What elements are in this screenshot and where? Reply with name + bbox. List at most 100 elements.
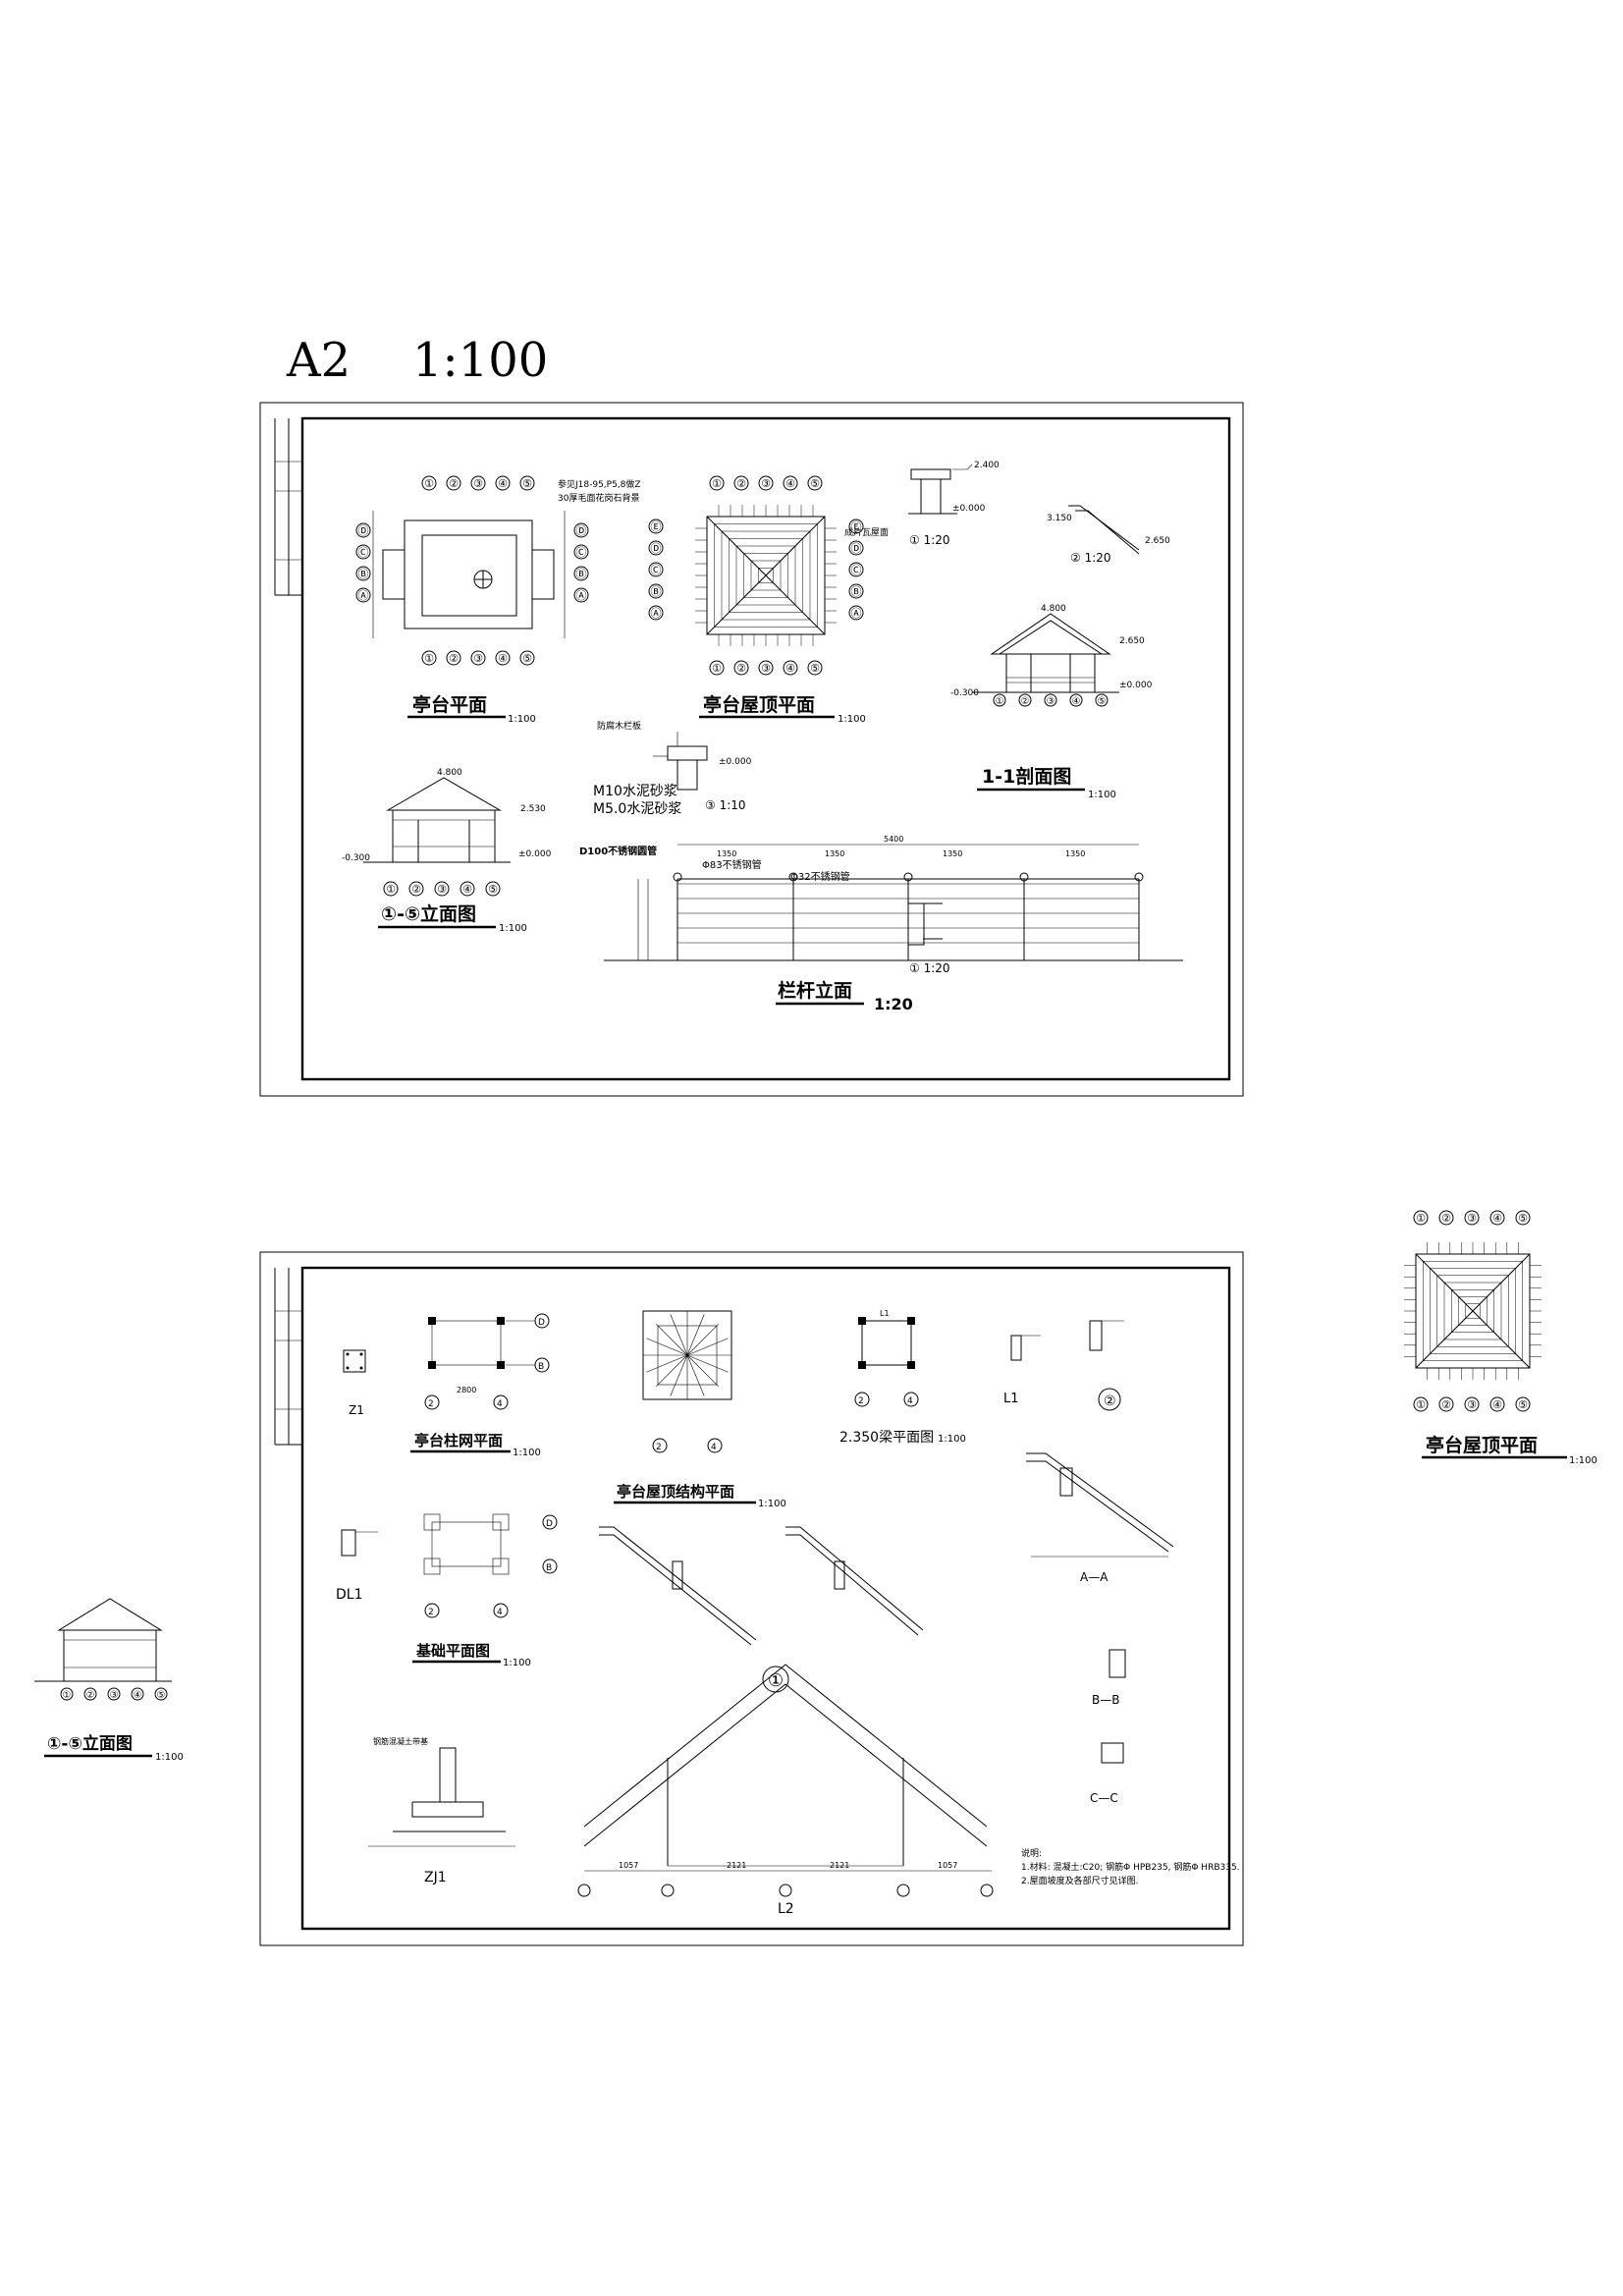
foundation-plan: D B 2 4 基础平面图 1:100 [412, 1513, 558, 1668]
axis-bubble [355, 544, 371, 560]
svg-text:±0.000: ±0.000 [719, 757, 752, 767]
railing-detail-label: ① 1:20 [909, 961, 950, 975]
section-2: ② [1089, 1320, 1124, 1411]
svg-text:M10水泥砂浆: M10水泥砂浆 [593, 784, 677, 799]
railing-elevation-view: 5400 1350 1350 1350 1350 D100不锈钢圆管 Φ83不锈… [579, 835, 1183, 1013]
svg-text:1:100: 1:100 [758, 1499, 786, 1509]
axis-bubble [648, 540, 664, 556]
axis-label: ③ [761, 662, 771, 675]
axis-label: ② [449, 652, 459, 665]
column-grid-plan: D B 2 4 2800 亭台柱网平面 1:100 [410, 1313, 550, 1458]
svg-text:1350: 1350 [943, 849, 962, 858]
axis-bubble [421, 475, 437, 491]
svg-text:2: 2 [428, 1399, 434, 1409]
railing-scale: 1:20 [874, 995, 913, 1013]
axis-bubble [83, 1687, 97, 1701]
axis-label: ① [63, 1690, 72, 1701]
svg-text:2.650: 2.650 [1145, 536, 1170, 546]
axis-label: ④ [498, 652, 508, 665]
axis-label: ③ [1467, 1398, 1477, 1411]
axis-bubble [1489, 1396, 1505, 1412]
svg-text:1057: 1057 [619, 1861, 638, 1870]
axis-bubble [848, 605, 864, 621]
sheet-2-title-strip [274, 1268, 302, 1446]
axis-label: ② [411, 883, 421, 896]
axis-label: Ⓑ [651, 585, 662, 598]
axis-label: ① [1416, 1398, 1426, 1411]
svg-text:4: 4 [497, 1608, 503, 1617]
axis-label: ④ [498, 477, 508, 490]
axis-bubble [383, 881, 399, 897]
section-a-a: A—A [1026, 1452, 1174, 1584]
roof-plan-scale: 1:100 [838, 714, 866, 725]
axis-label: ③ [473, 477, 483, 490]
axis-label: ① [1416, 1212, 1426, 1225]
svg-text:A—A: A—A [1080, 1570, 1109, 1584]
svg-text:2121: 2121 [830, 1861, 849, 1870]
detail-2-label: ② 1:20 [1070, 551, 1111, 565]
svg-text:D: D [538, 1318, 545, 1328]
svg-text:3.150: 3.150 [1047, 514, 1072, 523]
axis-bubble [1069, 693, 1083, 707]
axis-bubble [408, 881, 424, 897]
axis-label: ⑤ [1518, 1212, 1528, 1225]
axis-label: ⑤ [488, 883, 498, 896]
axis-bubble [733, 660, 749, 676]
axis-bubble [1438, 1210, 1454, 1226]
axis-bubble [733, 475, 749, 491]
svg-text:4.800: 4.800 [1041, 604, 1066, 614]
axis-label: ④ [462, 883, 472, 896]
axis-bubble [519, 650, 535, 666]
svg-text:L1: L1 [880, 1309, 890, 1318]
svg-text:2.650: 2.650 [1119, 636, 1145, 646]
roof-structure-plan: 2 4 亭台屋顶结构平面 1:100 [614, 1310, 786, 1509]
svg-text:1350: 1350 [1065, 849, 1085, 858]
roof-note: 成片瓦屋面 [844, 526, 889, 538]
detail-3: 防腐木栏板 M10水泥砂浆 M5.0水泥砂浆 ±0.000 ③ 1:10 [593, 720, 752, 817]
svg-text:1057: 1057 [938, 1861, 957, 1870]
axis-bubble [758, 660, 774, 676]
axis-bubble [446, 475, 461, 491]
axis-label: Ⓓ [851, 542, 862, 555]
svg-text:4: 4 [907, 1396, 913, 1406]
svg-text:DL1: DL1 [336, 1587, 363, 1603]
detail-2: 3.150 2.650 ② 1:20 [1047, 505, 1170, 565]
svg-text:1:100: 1:100 [1569, 1455, 1597, 1466]
axis-label: ② [1021, 696, 1030, 707]
axis-bubble [470, 475, 486, 491]
axis-bubble [519, 475, 535, 491]
axis-bubble [485, 881, 501, 897]
roof-plan-title: 亭台屋顶平面 [703, 693, 815, 716]
sheet-1-title-strip [274, 418, 302, 596]
section-b-b: B—B [1092, 1649, 1126, 1707]
axis-bubble [709, 475, 725, 491]
section-1-eave: ① [599, 1526, 924, 1693]
axis-label: ⑤ [810, 477, 820, 490]
detail-3-label: ③ 1:10 [705, 798, 746, 812]
plan-note-2: 30厚毛面花岗石背景 [558, 492, 639, 504]
axis-bubble [807, 475, 823, 491]
axis-bubble [355, 566, 371, 581]
axis-bubble [1464, 1210, 1480, 1226]
axis-bubble [573, 522, 589, 538]
axis-bubble [848, 562, 864, 577]
axis-bubble [1413, 1210, 1429, 1226]
svg-text:2800: 2800 [457, 1386, 476, 1394]
plan-note-1: 参见J18-95,P5,8做Z [558, 478, 641, 490]
svg-text:Φ83不锈钢管: Φ83不锈钢管 [702, 858, 762, 871]
roof-structure-title: 亭台屋顶结构平面 [617, 1483, 734, 1501]
sheet-size-label: A2 [286, 333, 351, 388]
axis-label: ① [996, 696, 1004, 707]
elevation-title: ①-⑤立面图 [381, 902, 476, 925]
axis-bubble [470, 650, 486, 666]
svg-text:2: 2 [656, 1443, 662, 1452]
axis-label: Ⓑ [358, 568, 369, 580]
axis-label: ④ [134, 1690, 142, 1701]
